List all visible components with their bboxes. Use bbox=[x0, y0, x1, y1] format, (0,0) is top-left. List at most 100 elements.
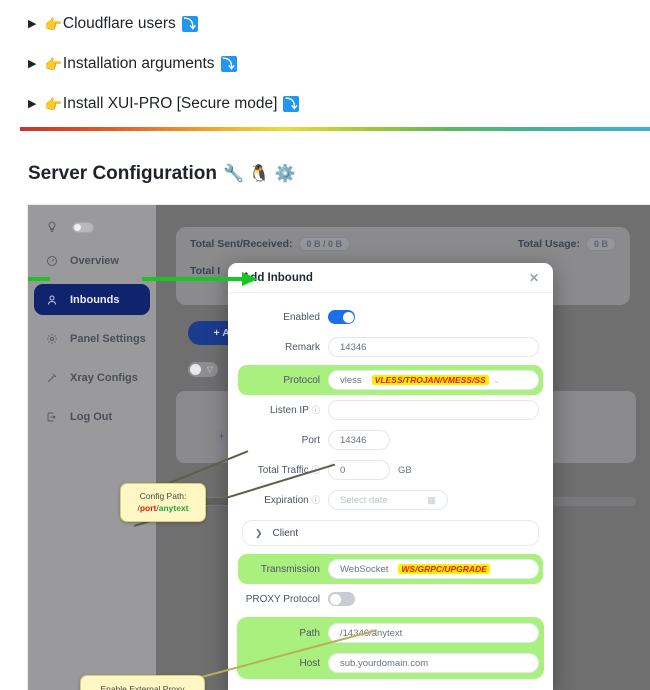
help-icon[interactable]: ⓘ bbox=[311, 405, 320, 415]
field-label: Protocol bbox=[283, 374, 320, 386]
field-protocol: Protocol vless VLESS/TROJAN/VMESS/SS ⌄ bbox=[242, 368, 539, 392]
toc-item-cloudflare-users[interactable]: ▶ 👉 Cloudflare users ⤵ bbox=[0, 4, 650, 44]
slash-2: / bbox=[156, 503, 159, 514]
field-transmission: Transmission WebSocket WS/GRPC/UPGRADE bbox=[242, 557, 539, 581]
port-token: port bbox=[139, 503, 157, 514]
down-arrow-icon: ⤵ bbox=[181, 16, 198, 32]
field-label: Remark bbox=[284, 341, 320, 353]
expiration-placeholder: Select date bbox=[340, 494, 388, 506]
path-input[interactable]: /14346/anytext bbox=[328, 623, 539, 643]
stat-value: 0 B / 0 B bbox=[298, 237, 351, 251]
field-enabled: Enabled bbox=[242, 305, 539, 329]
toc-item-install-xui-pro[interactable]: ▶ 👉 Install XUI-PRO [Secure mode] ⤵ bbox=[0, 84, 650, 124]
callout-config-path: Config Path: /port/anytext bbox=[120, 483, 206, 522]
expand-row-icon[interactable]: + bbox=[216, 431, 227, 442]
dialog-title: Add Inbound bbox=[242, 271, 313, 284]
field-request-header: Request Header + bbox=[242, 685, 539, 690]
field-host: Host sub.yourdomain.com bbox=[242, 651, 539, 675]
theme-toggle[interactable] bbox=[72, 221, 94, 233]
total-traffic-input[interactable]: 0 bbox=[328, 460, 390, 480]
field-expiration: Expiration ⓘ Select date ▦ bbox=[242, 488, 539, 512]
protocol-highlight: Protocol vless VLESS/TROJAN/VMESS/SS ⌄ bbox=[238, 365, 543, 395]
stat-sent-received: Total Sent/Received: 0 B / 0 B bbox=[190, 237, 351, 251]
transmission-annotation: WS/GRPC/UPGRADE bbox=[398, 564, 490, 574]
enabled-toggle[interactable] bbox=[328, 310, 355, 324]
dialog-header: Add Inbound ✕ bbox=[228, 263, 553, 293]
add-inbound-dialog: Add Inbound ✕ Enabled Remark 14346 Proto… bbox=[228, 263, 553, 690]
transmission-highlight: Transmission WebSocket WS/GRPC/UPGRADE bbox=[238, 554, 543, 584]
sidebar-item-xray-configs[interactable]: Xray Configs bbox=[34, 362, 150, 393]
down-arrow-icon: ⤵ bbox=[283, 96, 300, 112]
collapsible-toc-list: ▶ 👉 Cloudflare users ⤵ ▶ 👉 Installation … bbox=[0, 0, 650, 124]
toc-item-installation-arguments[interactable]: ▶ 👉 Installation arguments ⤵ bbox=[0, 44, 650, 84]
listen-ip-label-text: Listen IP bbox=[269, 405, 309, 416]
callout-text: Enable External Proxy bbox=[100, 684, 185, 690]
protocol-annotation: VLESS/TROJAN/VMESS/SS bbox=[371, 375, 489, 385]
disclosure-triangle-icon[interactable]: ▶ bbox=[28, 97, 37, 110]
sidebar-item-label: Overview bbox=[70, 254, 119, 267]
port-input[interactable]: 14346 bbox=[328, 430, 390, 450]
sidebar-item-panel-settings[interactable]: Panel Settings bbox=[34, 323, 150, 354]
field-label: Expiration ⓘ bbox=[242, 494, 320, 506]
section-heading-server-configuration: Server Configuration 🔧 🐧 ⚙️ bbox=[28, 163, 296, 185]
pointing-hand-icon: 👉 bbox=[44, 15, 62, 32]
total-traffic-unit: GB bbox=[398, 464, 412, 476]
expiration-label-text: Expiration bbox=[264, 495, 309, 506]
proxy-protocol-toggle[interactable] bbox=[328, 592, 355, 606]
down-arrow-icon: ⤵ bbox=[220, 56, 237, 72]
protocol-select[interactable]: vless VLESS/TROJAN/VMESS/SS ⌄ bbox=[328, 370, 539, 390]
stat-total-usage: Total Usage: 0 B bbox=[518, 237, 616, 251]
filter-toggle[interactable]: ▽ bbox=[188, 361, 218, 377]
field-remark: Remark 14346 bbox=[242, 335, 539, 359]
sidebar-item-label: Inbounds bbox=[70, 293, 120, 306]
sidebar-item-inbounds[interactable]: Inbounds bbox=[34, 284, 150, 315]
protocol-value: vless bbox=[340, 374, 362, 386]
stat-label: Total Usage: bbox=[517, 238, 580, 250]
green-arrow-tail bbox=[28, 277, 50, 281]
gear-icon bbox=[47, 333, 57, 344]
sidebar-item-log-out[interactable]: Log Out bbox=[34, 401, 150, 432]
expiration-input[interactable]: Select date ▦ bbox=[328, 490, 448, 510]
toc-item-label: Installation arguments bbox=[62, 55, 215, 72]
pointing-hand-icon: 👉 bbox=[44, 55, 62, 72]
field-label: Enabled bbox=[283, 311, 320, 323]
sidebar-item-label: Log Out bbox=[70, 410, 113, 423]
remark-input[interactable]: 14346 bbox=[328, 337, 539, 357]
sidebar-item-overview[interactable]: Overview bbox=[34, 245, 150, 276]
gradient-divider bbox=[20, 127, 650, 131]
host-input[interactable]: sub.yourdomain.com bbox=[328, 653, 539, 673]
client-accordion[interactable]: ❯ Client bbox=[242, 520, 539, 546]
stat-value: 0 B bbox=[585, 237, 616, 251]
stat-label: Total I bbox=[190, 265, 221, 277]
stat-total-inbounds: Total I bbox=[190, 265, 220, 277]
field-label: Port bbox=[301, 434, 320, 446]
page-title: Server Configuration bbox=[28, 163, 217, 184]
calendar-icon: ▦ bbox=[427, 494, 436, 505]
callout-external-proxy: Enable External Proxy bbox=[80, 675, 205, 690]
field-label: Total Traffic ⓘ bbox=[242, 464, 320, 476]
stat-label: Total Sent/Received: bbox=[190, 238, 293, 250]
heading-emoji-icons: 🔧 🐧 ⚙️ bbox=[222, 164, 296, 183]
callout-line-2: /port/anytext bbox=[129, 502, 197, 514]
field-label: Host bbox=[299, 657, 320, 669]
transmission-value: WebSocket bbox=[340, 563, 389, 575]
sidebar-item-label: Panel Settings bbox=[70, 332, 146, 345]
green-arrow-annotation bbox=[142, 272, 258, 286]
chevron-down-icon: ⌄ bbox=[492, 374, 501, 385]
client-accordion-label: Client bbox=[272, 527, 299, 539]
transmission-select[interactable]: WebSocket WS/GRPC/UPGRADE bbox=[328, 559, 539, 579]
field-label: PROXY Protocol bbox=[245, 593, 320, 605]
field-port: Port 14346 bbox=[242, 428, 539, 452]
user-icon bbox=[48, 295, 56, 305]
toc-item-label: Install XUI-PRO [Secure mode] bbox=[62, 95, 278, 112]
disclosure-triangle-icon[interactable]: ▶ bbox=[28, 57, 37, 70]
sidebar-theme-row[interactable] bbox=[28, 213, 156, 241]
listen-ip-input[interactable] bbox=[328, 400, 539, 420]
dialog-body: Enabled Remark 14346 Protocol vless VLES… bbox=[228, 293, 553, 690]
close-icon[interactable]: ✕ bbox=[528, 270, 539, 285]
total-traffic-label-text: Total Traffic bbox=[257, 465, 309, 476]
disclosure-triangle-icon[interactable]: ▶ bbox=[28, 17, 37, 30]
help-icon[interactable]: ⓘ bbox=[311, 495, 320, 505]
chevron-right-icon: ❯ bbox=[255, 527, 263, 538]
path-host-highlight: Path /14346/anytext Host sub.yourdomain.… bbox=[237, 617, 544, 679]
